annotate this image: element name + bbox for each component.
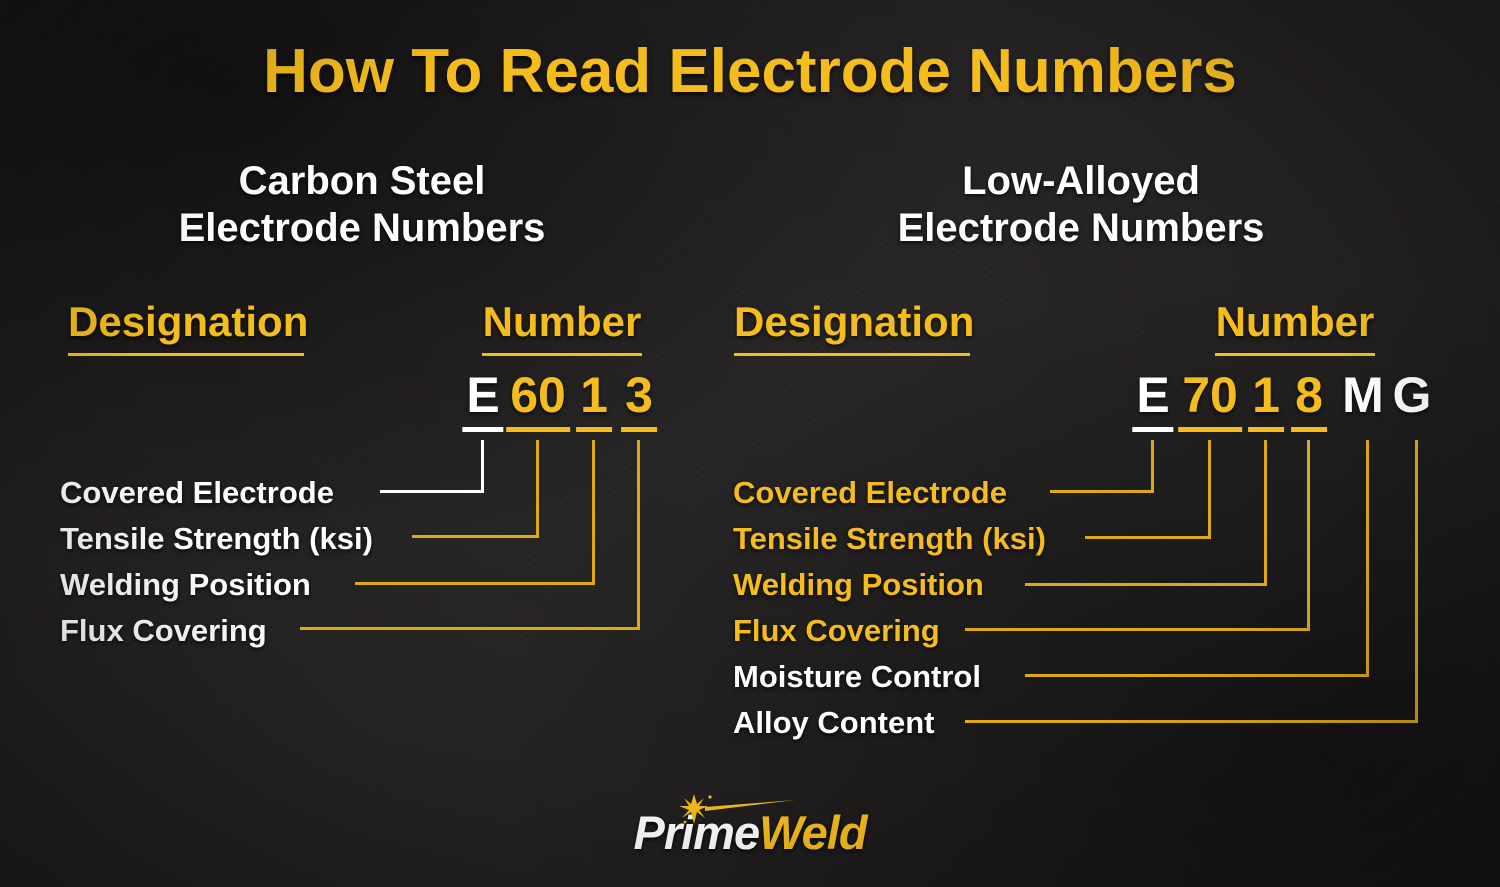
weld-spark-icon (677, 785, 807, 837)
logo-text-prime: Prime (633, 806, 760, 859)
connector-left-covered-electrode (380, 440, 484, 493)
primeweld-logo: PrimeWeld (0, 794, 1500, 859)
connector-right-covered-electrode (1050, 440, 1154, 493)
logo-text-weld: Weld (759, 806, 867, 859)
connector-left-flux-covering (300, 440, 640, 630)
left-designation-header: Designation (68, 298, 308, 356)
page-title: How To Read Electrode Numbers (263, 37, 1237, 106)
right-code-char-m: M (1342, 367, 1384, 423)
low-alloyed-subtitle-line1: Low-Alloyed (962, 159, 1200, 203)
left-label-flux-covering: Flux Covering (60, 613, 267, 648)
left-label-tensile-strength: Tensile Strength (ksi) (60, 521, 373, 556)
connector-right-flux-covering (965, 440, 1310, 631)
left-code-char-60: 60 (506, 368, 570, 432)
connector-right-moisture-control (1025, 440, 1369, 677)
connector-right-alloy-content (965, 440, 1418, 723)
right-code-char-e: E (1132, 368, 1174, 432)
left-number-header: Number (482, 298, 642, 356)
right-label-moisture-control: Moisture Control (733, 659, 981, 694)
left-code-char-e: E (462, 368, 504, 432)
right-label-flux-covering: Flux Covering (733, 613, 940, 648)
carbon-steel-subtitle-line1: Carbon Steel (238, 159, 486, 203)
left-code-char-1: 1 (576, 368, 612, 432)
right-code-char-8: 8 (1291, 368, 1327, 432)
right-label-tensile-strength: Tensile Strength (ksi) (733, 521, 1046, 556)
left-code-char-3: 3 (621, 368, 657, 432)
right-label-covered-electrode: Covered Electrode (733, 475, 1007, 510)
carbon-steel-subtitle: Carbon Steel Electrode Numbers (102, 158, 622, 252)
connector-left-welding-position (355, 440, 595, 585)
right-code-char-70: 70 (1178, 368, 1242, 432)
left-label-welding-position: Welding Position (60, 567, 311, 602)
right-code-char-1: 1 (1248, 368, 1284, 432)
right-designation-header: Designation (734, 298, 974, 356)
connector-left-tensile-strength (412, 440, 539, 538)
connector-right-welding-position (1025, 440, 1267, 586)
left-label-covered-electrode: Covered Electrode (60, 475, 334, 510)
carbon-steel-subtitle-line2: Electrode Numbers (178, 206, 546, 250)
right-label-alloy-content: Alloy Content (733, 705, 935, 740)
right-number-header: Number (1215, 298, 1375, 356)
right-label-welding-position: Welding Position (733, 567, 984, 602)
right-code-char-g: G (1392, 367, 1432, 423)
low-alloyed-subtitle-line2: Electrode Numbers (897, 206, 1265, 250)
connector-right-tensile-strength (1085, 440, 1211, 539)
low-alloyed-subtitle: Low-Alloyed Electrode Numbers (821, 158, 1341, 252)
